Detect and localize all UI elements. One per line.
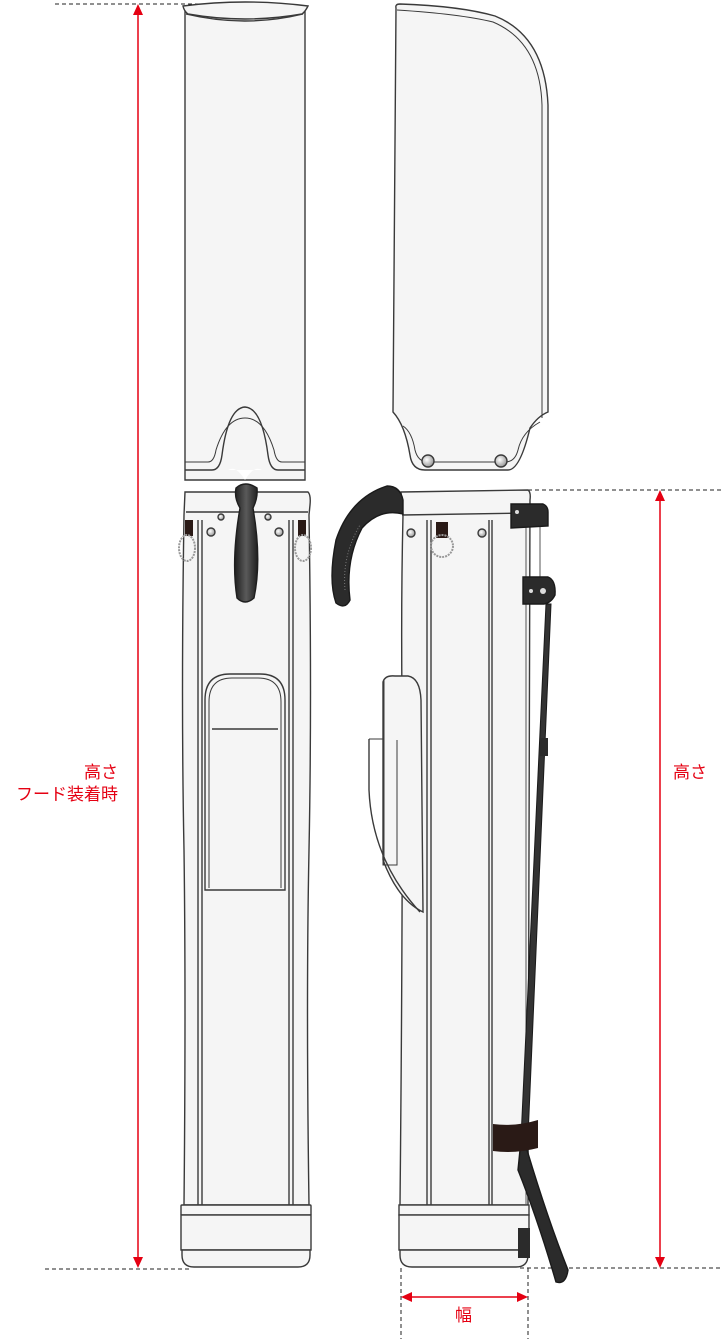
rivet xyxy=(421,454,435,468)
guide-lines xyxy=(45,3,723,1339)
side-grip-handle xyxy=(331,485,404,607)
strap-tab xyxy=(185,520,193,536)
front-hood xyxy=(182,1,310,481)
label-height-with-hood: 高さ フード装着時 xyxy=(0,762,118,806)
dimension-width xyxy=(401,1292,528,1302)
d-ring xyxy=(294,534,312,562)
arrow-down-icon xyxy=(133,1257,143,1268)
label-width: 幅 xyxy=(455,1306,472,1326)
rivet xyxy=(217,513,225,521)
arrow-down-icon xyxy=(655,1257,665,1268)
stand-leg xyxy=(510,503,569,1284)
front-view xyxy=(178,1,312,1268)
rivet xyxy=(274,527,284,537)
leg-strap xyxy=(493,1120,538,1152)
label-height-with-hood-line1: 高さ xyxy=(84,763,118,783)
arrow-up-icon xyxy=(133,4,143,15)
dimension-height xyxy=(655,490,665,1268)
side-body xyxy=(368,489,531,1268)
rivet xyxy=(264,513,272,521)
rivet xyxy=(494,454,508,468)
side-hood xyxy=(392,3,549,471)
label-height-with-hood-line2: フード装着時 xyxy=(16,785,118,805)
arrow-left-icon xyxy=(401,1292,412,1302)
front-body xyxy=(180,491,312,1268)
arrow-right-icon xyxy=(517,1292,528,1302)
dimension-height-with-hood xyxy=(133,4,143,1268)
arrow-up-icon xyxy=(655,490,665,501)
side-view xyxy=(331,3,569,1284)
strap-tab xyxy=(298,520,306,536)
rivet xyxy=(206,527,216,537)
front-grip-handle xyxy=(233,483,259,603)
strap-tab xyxy=(436,522,448,538)
label-height: 高さ xyxy=(673,763,707,783)
rivet xyxy=(477,528,487,538)
d-ring xyxy=(178,534,196,562)
rivet xyxy=(406,528,416,538)
d-ring xyxy=(430,534,454,558)
